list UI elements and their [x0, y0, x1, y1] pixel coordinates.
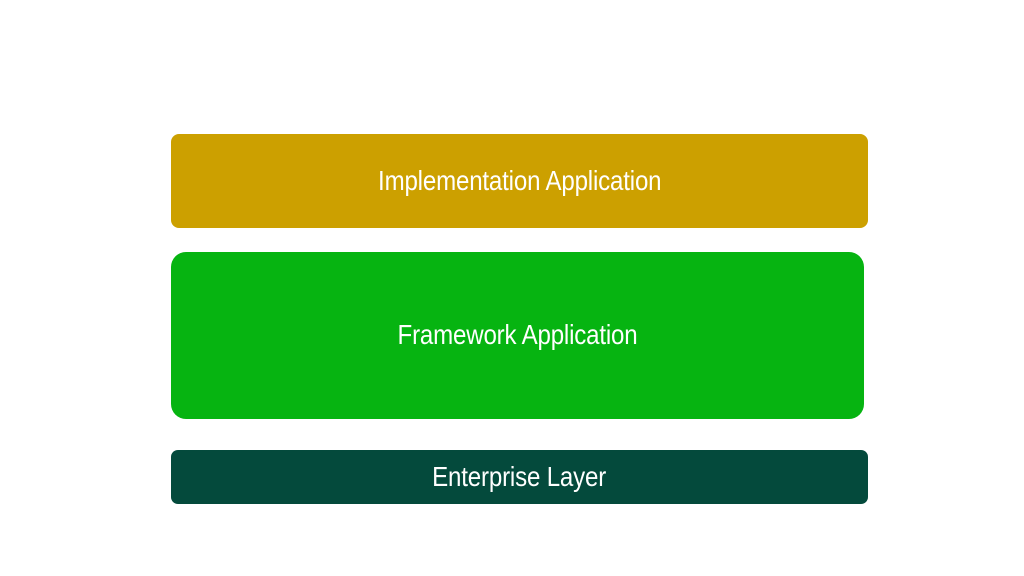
- layer-label-framework: Framework Application: [397, 319, 638, 351]
- layer-box-enterprise[interactable]: Enterprise Layer: [171, 450, 868, 504]
- layer-label-enterprise: Enterprise Layer: [432, 460, 607, 492]
- layer-label-implementation: Implementation Application: [377, 164, 662, 196]
- layer-box-framework[interactable]: Framework Application: [171, 252, 864, 419]
- layer-box-implementation[interactable]: Implementation Application: [171, 134, 868, 228]
